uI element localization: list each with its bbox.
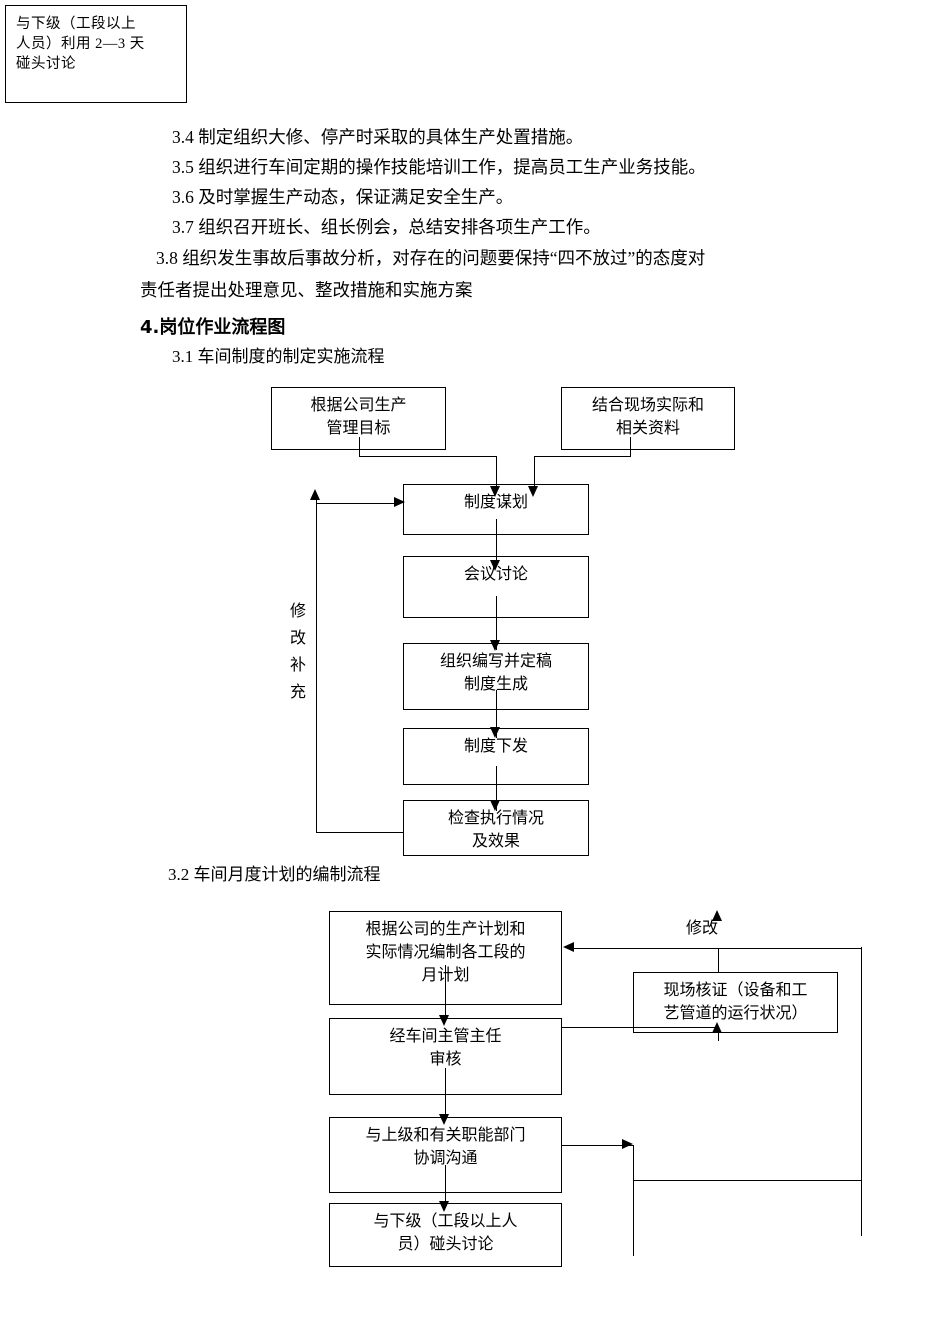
flow1-arrow-feedback-to-plan bbox=[394, 497, 405, 507]
paragraph-3-7: 3.7 组织召开班长、组长例会，总结安排各项生产工作。 bbox=[172, 217, 601, 237]
flow1-arrow-issue-to-check bbox=[490, 800, 500, 811]
flow1-box-check-label: 检查执行情况 及效果 bbox=[447, 810, 544, 850]
flow2-box-coordinate-label: 与上级和有关职能部门 协调沟通 bbox=[365, 1127, 526, 1167]
paragraph-3-8: 3.8 组织发生事故后事故分析，对存在的问题要保持“四不放过”的态度对 bbox=[156, 248, 706, 268]
flow2-arrow-review-to-verify bbox=[712, 1022, 722, 1033]
flow1-arrow-plan-to-meeting bbox=[490, 560, 500, 571]
flow2-connector-verify-bottom-stub bbox=[718, 1027, 719, 1041]
flow1-connector-issue-check bbox=[496, 766, 497, 811]
flow1-box-input-goal: 根据公司生产 管理目标 bbox=[271, 387, 446, 450]
flow2-arrow-plan-to-review bbox=[439, 1015, 449, 1026]
fragment-line-2: 人员）利用 2—3 天 bbox=[16, 36, 145, 52]
flow1-box-input-site-label: 结合现场实际和 相关资料 bbox=[591, 397, 704, 437]
flow2-box-site-verify: 现场核证（设备和工 艺管道的运行状况） bbox=[633, 972, 838, 1033]
page-title: 4.岗位作业流程图 bbox=[140, 317, 286, 338]
flow2-box-site-verify-label: 现场核证（设备和工 艺管道的运行状况） bbox=[663, 982, 808, 1022]
paragraph-3-8-cont: 责任者提出处理意见、整改措施和实施方案 bbox=[140, 280, 473, 300]
flow2-title: 3.2 车间月度计划的编制流程 bbox=[168, 865, 381, 884]
flow1-connector-site-down bbox=[630, 437, 631, 456]
flow1-arrow-feedback-up bbox=[310, 489, 320, 500]
flow1-box-meeting-label: 会议讨论 bbox=[463, 566, 528, 583]
fragment-text-box: 与下级（工段以上 人员）利用 2—3 天 碰头讨论 bbox=[5, 5, 187, 103]
flow1-connector-site-left bbox=[534, 456, 631, 457]
flow1-box-plan-label: 制度谋划 bbox=[463, 494, 528, 511]
flow1-connector-meeting-draft bbox=[496, 596, 497, 650]
flow2-connector-review-coordinate bbox=[445, 1068, 446, 1120]
flow1-box-check: 检查执行情况 及效果 bbox=[403, 800, 589, 856]
flow1-connector-goal-right bbox=[359, 456, 496, 457]
flow1-connector-feedback-left bbox=[316, 832, 404, 833]
flow2-arrow-coordinate-to-junction bbox=[622, 1139, 633, 1149]
flow1-connector-feedback-up bbox=[316, 500, 317, 832]
flow1-box-draft-label: 组织编写并定稿 制度生成 bbox=[439, 653, 552, 693]
flow2-connector-verify-up-stub bbox=[718, 948, 719, 973]
paragraph-3-5: 3.5 组织进行车间定期的操作技能培训工作，提高员工生产业务技能。 bbox=[172, 157, 706, 177]
fragment-line-1: 与下级（工段以上 bbox=[16, 16, 136, 32]
flow1-arrow-site-to-plan bbox=[528, 486, 538, 497]
flow2-arrow-revise-up bbox=[712, 910, 722, 921]
flow2-box-review-label: 经车间主管主任 审核 bbox=[389, 1028, 502, 1068]
paragraph-3-6: 3.6 及时掌握生产动态，保证满足安全生产。 bbox=[172, 187, 514, 207]
flow1-connector-goal-drop bbox=[496, 456, 497, 486]
flow1-arrow-draft-to-issue bbox=[490, 727, 500, 738]
flow2-connector-junction-branch bbox=[633, 1180, 862, 1181]
flow2-box-monthly-plan-label: 根据公司的生产计划和 实际情况编制各工段的 月计划 bbox=[365, 921, 526, 984]
flow1-connector-feedback-right bbox=[317, 503, 394, 504]
flow2-arrow-coordinate-to-discuss bbox=[439, 1201, 449, 1212]
flow2-connector-coordinate-discuss bbox=[445, 1165, 446, 1205]
flow1-feedback-label: 修改补充 bbox=[289, 603, 306, 701]
flow2-connector-coordinate-right bbox=[562, 1145, 633, 1146]
flow2-connector-plan-review bbox=[445, 965, 446, 1019]
flow1-connector-site-drop bbox=[534, 456, 535, 486]
flow2-box-discuss: 与下级（工段以上人 员）碰头讨论 bbox=[329, 1203, 562, 1267]
flow2-connector-review-to-verify bbox=[562, 1027, 718, 1028]
flow2-revise-label: 修改 bbox=[686, 920, 719, 937]
paragraph-3-4: 3.4 制定组织大修、停产时采取的具体生产处置措施。 bbox=[172, 127, 584, 147]
flow1-box-input-goal-label: 根据公司生产 管理目标 bbox=[310, 397, 407, 437]
flow1-arrow-meeting-to-draft bbox=[490, 640, 500, 651]
flow2-box-discuss-label: 与下级（工段以上人 员）碰头讨论 bbox=[373, 1213, 518, 1253]
flow2-connector-outer-loop bbox=[861, 947, 862, 1236]
flow1-box-issue-label: 制度下发 bbox=[463, 738, 528, 755]
flow1-connector-goal-down bbox=[359, 437, 360, 456]
flow2-arrow-review-to-coordinate bbox=[439, 1114, 449, 1125]
flow1-arrow-goal-to-plan bbox=[490, 486, 500, 497]
flow1-connector-draft-issue bbox=[496, 690, 497, 738]
flow2-connector-junction-column bbox=[633, 1145, 634, 1256]
flow1-box-input-site: 结合现场实际和 相关资料 bbox=[561, 387, 735, 450]
flow1-title: 3.1 车间制度的制定实施流程 bbox=[172, 347, 385, 366]
flow2-arrow-revise-to-plan bbox=[563, 942, 574, 952]
fragment-line-3: 碰头讨论 bbox=[16, 56, 76, 72]
flow1-connector-plan-meeting bbox=[496, 519, 497, 566]
flow2-box-monthly-plan: 根据公司的生产计划和 实际情况编制各工段的 月计划 bbox=[329, 911, 562, 1005]
